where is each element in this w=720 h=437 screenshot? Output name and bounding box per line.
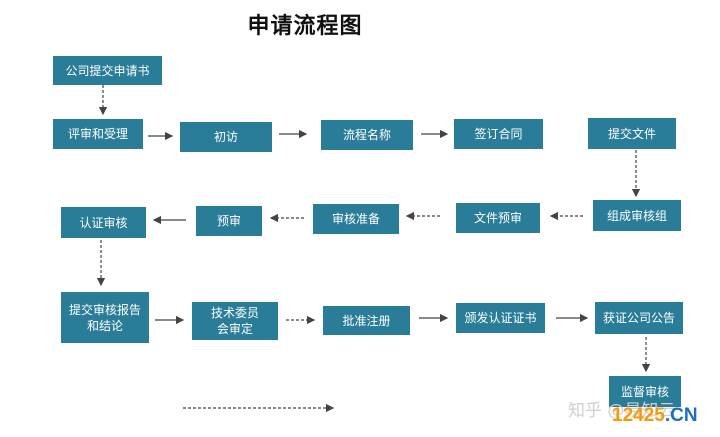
site-logo: 12425.CN — [612, 405, 698, 426]
box-committee: 技术委员 会审定 — [192, 302, 278, 340]
watermark-text: 知乎 @易知云 — [568, 401, 676, 421]
box-form-review-team: 组成审核组 — [593, 200, 681, 231]
box-initial-visit: 初访 — [180, 122, 272, 152]
box-doc-prereview: 文件预审 — [456, 203, 540, 233]
box-review-prep: 审核准备 — [313, 204, 399, 234]
box-company-announcement: 获证公司公告 — [595, 302, 683, 334]
box-approve-register: 批准注册 — [323, 306, 410, 335]
box-supervision-review: 监督审核 — [609, 376, 681, 407]
box-submit-files: 提交文件 — [588, 118, 676, 149]
box-sign-contract: 签订合同 — [454, 119, 543, 149]
box-review-accept: 评审和受理 — [53, 119, 143, 149]
box-prereview: 预审 — [196, 206, 262, 236]
box-submit-application: 公司提交申请书 — [53, 56, 162, 85]
box-cert-review: 认证审核 — [61, 207, 146, 238]
diagram-title-text: 申请流程图 — [247, 14, 363, 39]
diagram-title: 申请流程图 — [0, 8, 720, 40]
box-issue-certificate: 颁发认证证书 — [456, 303, 545, 333]
box-submit-report: 提交审核报告 和结论 — [61, 292, 149, 343]
box-process-name: 流程名称 — [321, 120, 413, 150]
